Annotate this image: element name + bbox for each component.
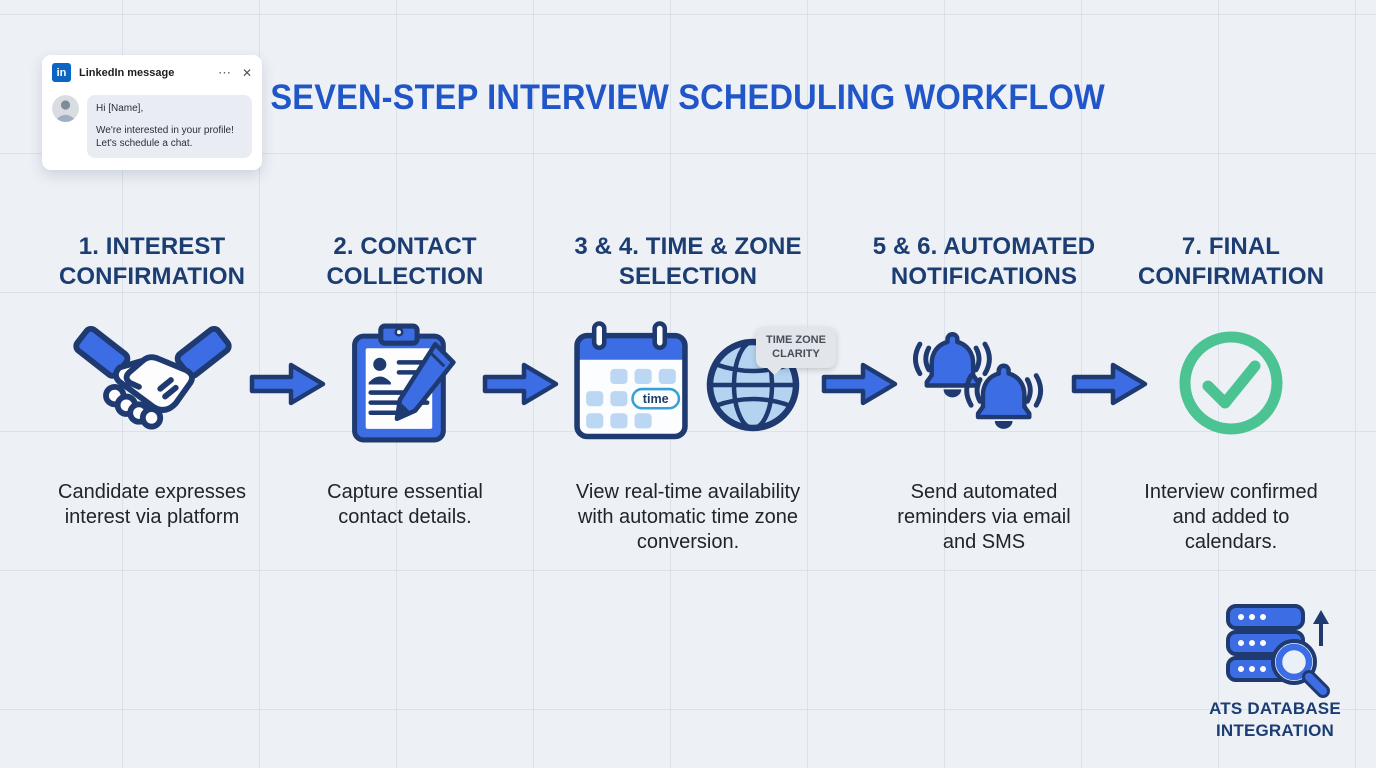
step-7-description: Interview confirmed and added to calenda… xyxy=(1144,481,1318,553)
message-greeting: Hi [Name], xyxy=(96,103,144,114)
arrow-right-icon xyxy=(482,360,560,408)
step-1-description: Candidate expresses interest via platfor… xyxy=(58,481,246,528)
step-5-6-heading: 5 & 6. AUTOMATED NOTIFICATIONS xyxy=(872,233,1096,290)
step-1-column: 1. INTEREST CONFIRMATION Candidate expre… xyxy=(27,0,277,768)
linkedin-card-body: Hi [Name], We're interested in your prof… xyxy=(42,89,262,170)
overflow-menu-icon[interactable]: ⋯ xyxy=(217,64,232,80)
step-3-4-heading: 3 & 4. TIME & ZONE SELECTION xyxy=(574,233,802,290)
avatar xyxy=(52,95,79,122)
step-2-heading: 2. CONTACT COLLECTION xyxy=(326,233,484,290)
step-1-heading: 1. INTEREST CONFIRMATION xyxy=(58,233,246,290)
step-3-4-description: View real-time availability with automat… xyxy=(575,481,801,553)
step-5-6-description: Send automated reminders via email and S… xyxy=(897,481,1071,553)
linkedin-logo-icon: in xyxy=(52,63,71,82)
calendar-icon: time xyxy=(572,320,690,444)
message-text: We're interested in your profile! Let's … xyxy=(96,124,234,150)
handshake-icon xyxy=(73,325,232,436)
step-2-description: Capture essential contact details. xyxy=(327,481,483,528)
step-3-4-column: 3 & 4. TIME & ZONE SELECTION View real-t… xyxy=(558,0,818,768)
step-7-column: 7. FINAL CONFIRMATION Interview confirme… xyxy=(1111,0,1351,768)
check-circle-icon xyxy=(1177,329,1285,437)
step-5-6-column: 5 & 6. AUTOMATED NOTIFICATIONS Send auto… xyxy=(864,0,1104,768)
close-icon[interactable]: ✕ xyxy=(241,65,252,80)
time-zone-clarity-tooltip: TIME ZONE CLARITY xyxy=(756,327,836,368)
ats-database-label: ATS DATABASE INTEGRATION xyxy=(1209,699,1341,741)
time-slot-button[interactable]: time xyxy=(631,387,681,410)
svg-text:time: time xyxy=(643,392,669,406)
page-title: SEVEN-STEP INTERVIEW SCHEDULING WORKFLOW xyxy=(270,78,1106,117)
notification-bells-icon xyxy=(912,328,1050,442)
arrow-right-icon xyxy=(249,360,327,408)
arrow-right-icon xyxy=(1071,360,1149,408)
message-bubble: Hi [Name], We're interested in your prof… xyxy=(87,95,252,158)
linkedin-card-title: LinkedIn message xyxy=(79,66,175,79)
step-7-heading: 7. FINAL CONFIRMATION xyxy=(1137,233,1325,290)
arrow-right-icon xyxy=(821,360,899,408)
step-2-column: 2. CONTACT COLLECTION Capture essential … xyxy=(285,0,525,768)
linkedin-message-card: in LinkedIn message ⋯ ✕ Hi [Name], We're… xyxy=(42,55,262,170)
magnifier-icon xyxy=(1271,639,1330,698)
ats-database-icon xyxy=(1222,602,1340,700)
linkedin-card-header: in LinkedIn message ⋯ ✕ xyxy=(42,55,262,89)
clipboard-pen-icon xyxy=(348,320,462,446)
